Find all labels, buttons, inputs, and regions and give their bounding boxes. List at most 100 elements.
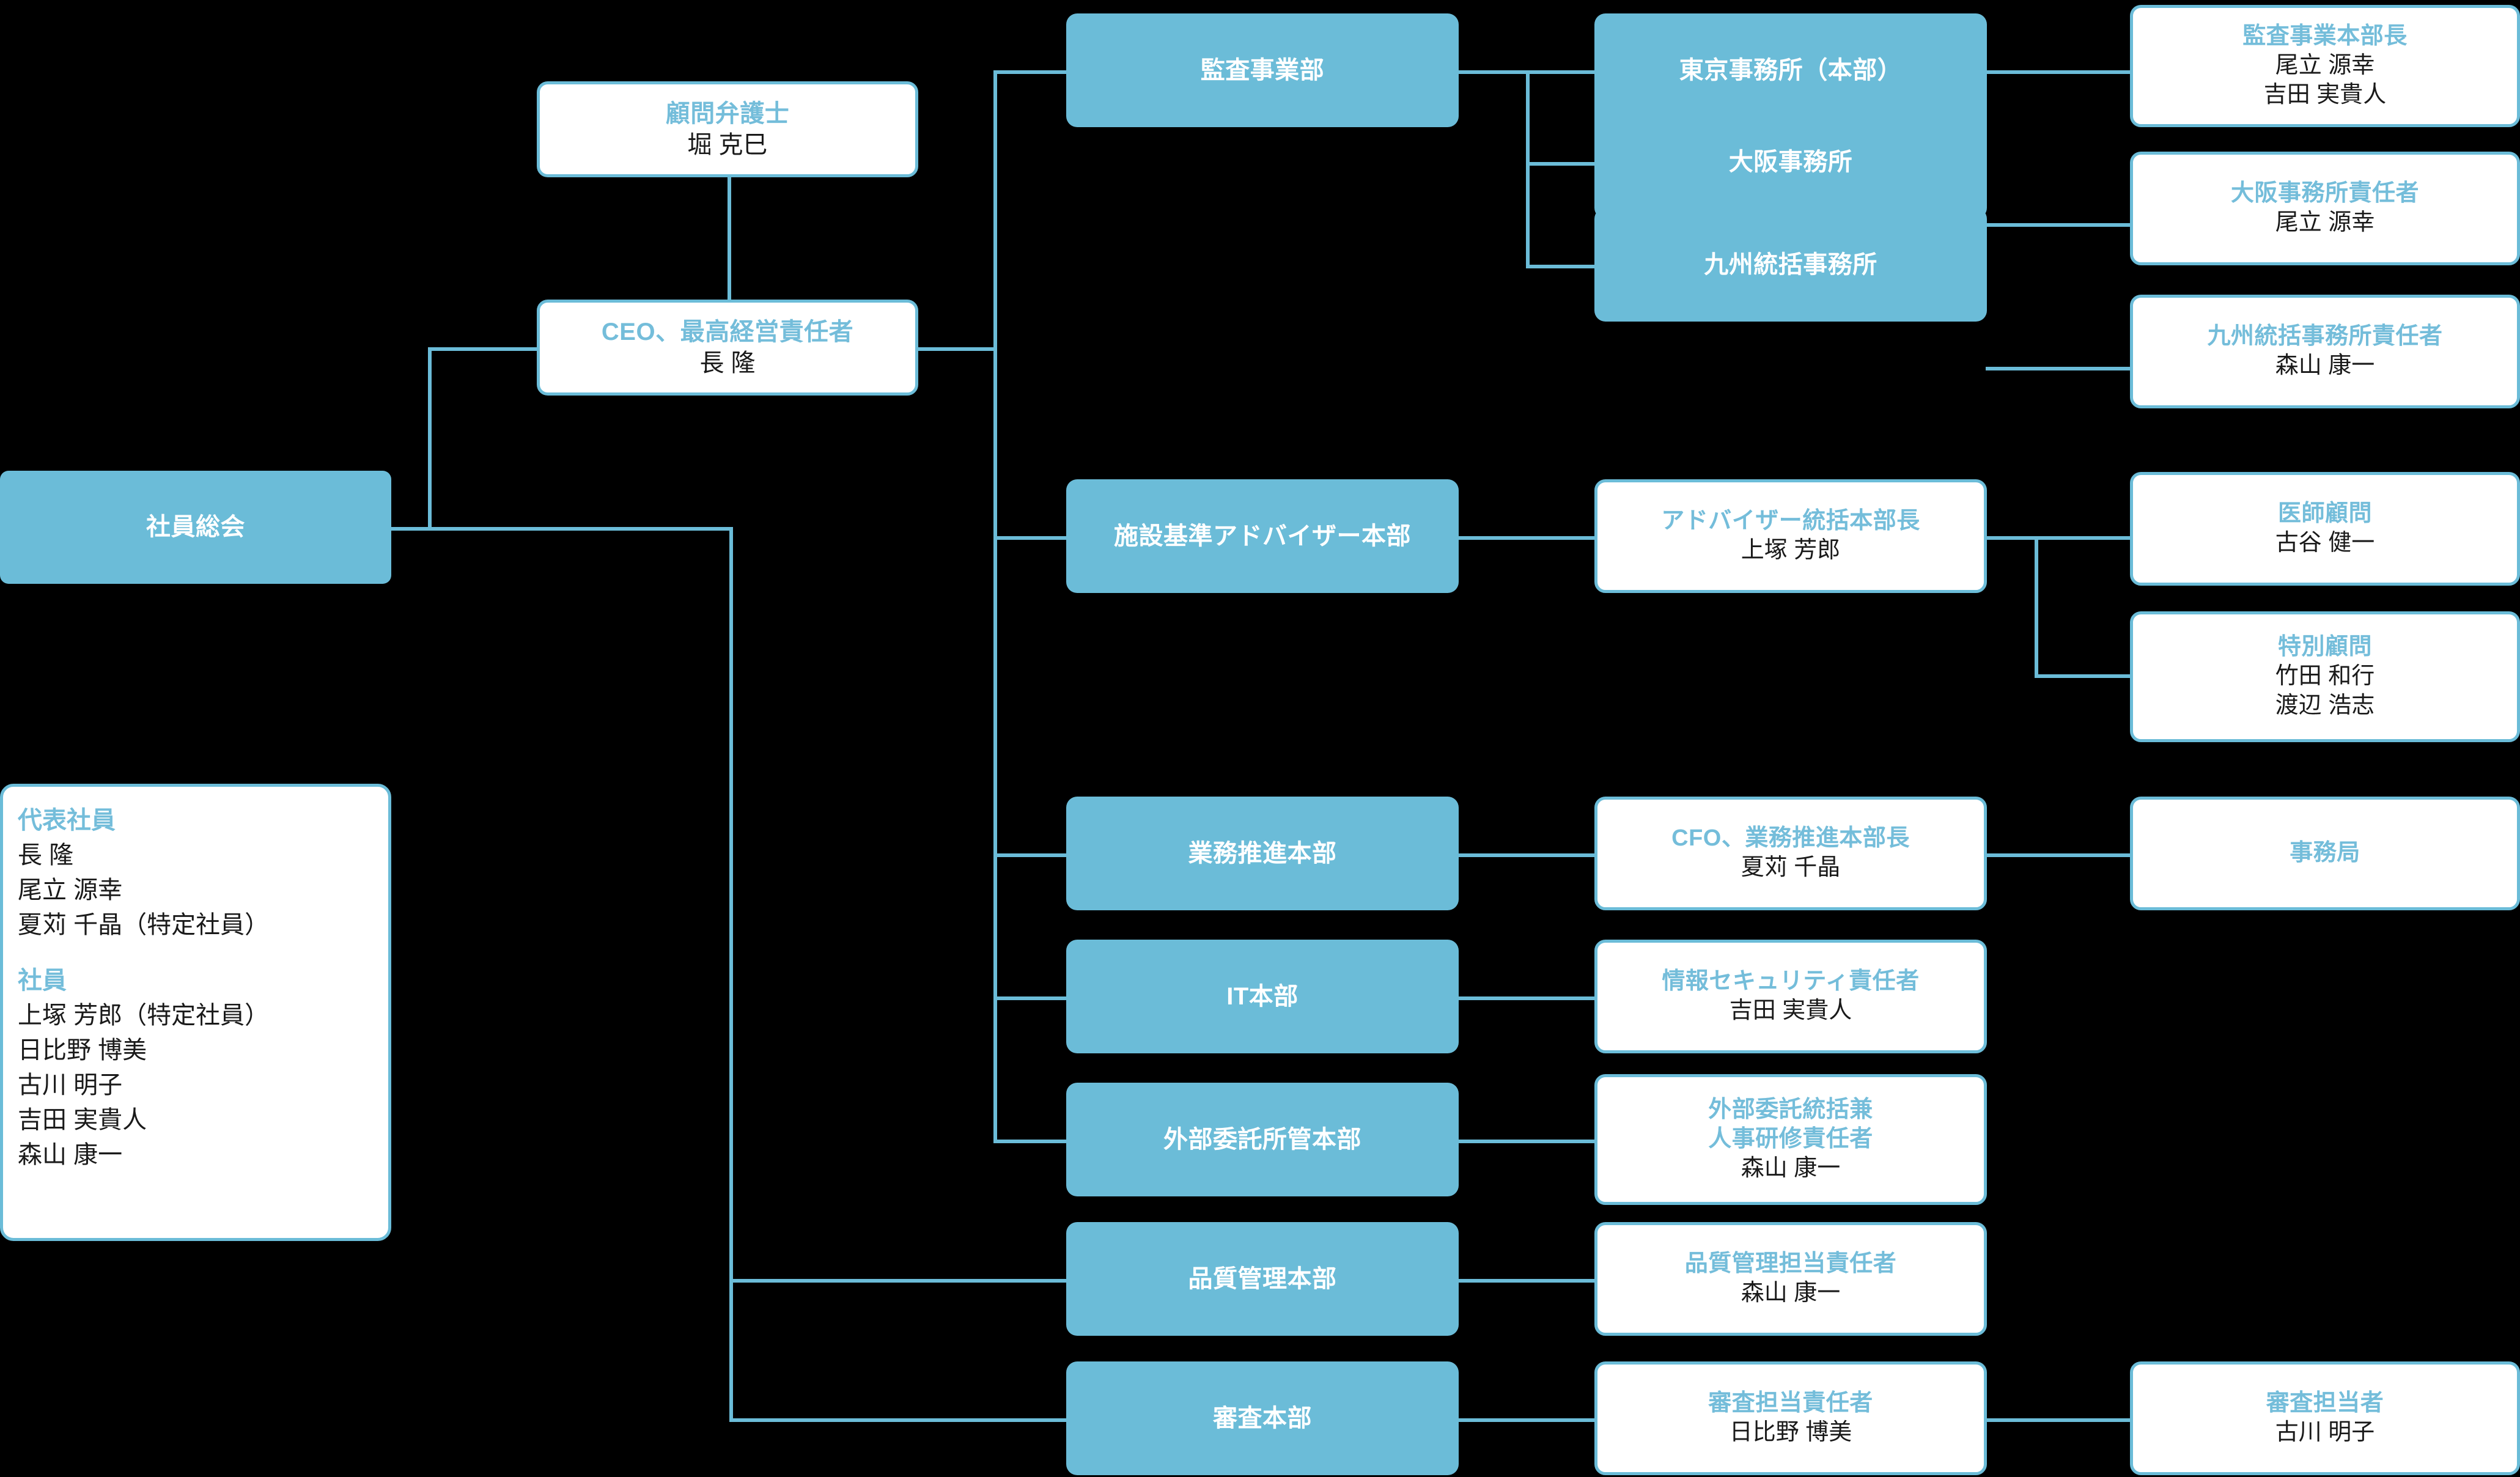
node-kyushu-sekinin[interactable]: 九州統括事務所責任者 森山 康一 bbox=[2130, 295, 2520, 408]
connector-to-tokyo bbox=[1526, 70, 1597, 74]
node-infosec[interactable]: 情報セキュリティ責任者 吉田 実貴人 bbox=[1594, 940, 1987, 1053]
connector-to-kansa bbox=[993, 70, 1069, 74]
node-osaka-office[interactable]: 大阪事務所 bbox=[1594, 105, 1987, 219]
connector-it-infosec bbox=[1459, 996, 1597, 1000]
node-name: 吉田 実貴人 bbox=[1729, 998, 1852, 1023]
connector-to-kyushu bbox=[1526, 265, 1597, 268]
roster-member: 尾立 源幸 bbox=[18, 876, 123, 904]
connector-soukai-right bbox=[391, 527, 432, 531]
node-title: 外部委託統括兼 人事研修責任者 bbox=[1708, 1097, 1873, 1152]
node-title: アドバイザー統括本部長 bbox=[1661, 508, 1920, 534]
node-shinsa-tantou-sekinin[interactable]: 審査担当責任者 日比野 博美 bbox=[1594, 1361, 1987, 1475]
node-it-honbu[interactable]: IT本部 bbox=[1066, 940, 1459, 1053]
node-title: 品質管理本部 bbox=[1188, 1265, 1337, 1292]
connector-to-shinsa bbox=[729, 1418, 1069, 1422]
connector-shinsa-tantousha bbox=[1986, 1418, 2132, 1422]
roster-group2-label: 社員 bbox=[18, 967, 67, 995]
node-hinshitsu-kanri[interactable]: 品質管理本部 bbox=[1066, 1222, 1459, 1336]
node-gyoumu-suishin[interactable]: 業務推進本部 bbox=[1066, 797, 1459, 910]
node-tokubetsu-komon[interactable]: 特別顧問 竹田 和行 渡辺 浩志 bbox=[2130, 611, 2520, 742]
connector-soukai-up bbox=[428, 347, 432, 531]
node-name: 森山 康一 bbox=[1741, 1155, 1841, 1181]
node-name: 上塚 芳郎 bbox=[1741, 537, 1841, 563]
connector-to-tokubetsu bbox=[2035, 674, 2132, 678]
node-title: 監査事業部 bbox=[1200, 56, 1325, 84]
node-name: 尾立 源幸 吉田 実貴人 bbox=[2263, 53, 2387, 108]
node-title: CEO、最高経営責任者 bbox=[601, 319, 854, 346]
node-gaibu-itaku[interactable]: 外部委託所管本部 bbox=[1066, 1083, 1459, 1196]
node-title: 大阪事務所 bbox=[1728, 148, 1853, 175]
node-title: 九州統括事務所 bbox=[1704, 251, 1877, 278]
node-title: 審査担当責任者 bbox=[1708, 1390, 1873, 1416]
roster-spacer bbox=[18, 942, 388, 963]
node-title: 審査担当者 bbox=[2266, 1390, 2384, 1416]
node-title: 顧問弁護士 bbox=[665, 100, 790, 128]
node-shain-soukai[interactable]: 社員総会 bbox=[0, 471, 391, 584]
node-title: 東京事務所（本部） bbox=[1679, 56, 1903, 84]
node-cfo[interactable]: CFO、業務推進本部長 夏苅 千晶 bbox=[1594, 797, 1987, 910]
node-name: 夏苅 千晶 bbox=[1741, 855, 1841, 880]
node-title: 大阪事務所責任者 bbox=[2230, 180, 2419, 207]
node-name: 古谷 健一 bbox=[2275, 530, 2375, 556]
connector-soukai-right2 bbox=[428, 527, 733, 531]
connector-to-ceo bbox=[428, 347, 538, 351]
node-title: 特別顧問 bbox=[2277, 634, 2372, 660]
roster-group1-label: 代表社員 bbox=[18, 807, 116, 834]
connector-advisor-trunk bbox=[2035, 536, 2038, 677]
roster-panel[interactable]: 代表社員 長 隆 尾立 源幸 夏苅 千晶（特定社員） 社員 上塚 芳郎（特定社員… bbox=[0, 784, 391, 1241]
connector-to-gaibu bbox=[993, 1140, 1069, 1143]
connector-osaka-chief bbox=[1986, 223, 2132, 227]
connector-cfo-jimukyoku bbox=[1986, 853, 2132, 857]
node-jimukyoku[interactable]: 事務局 bbox=[2130, 797, 2520, 910]
connector-hinshitsu-tantou bbox=[1459, 1279, 1597, 1283]
node-shinsa-tantousha[interactable]: 審査担当者 古川 明子 bbox=[2130, 1361, 2520, 1475]
connector-advisor-right bbox=[1986, 536, 2038, 540]
node-title: 事務局 bbox=[2290, 840, 2360, 866]
node-name: 長 隆 bbox=[699, 349, 756, 377]
connector-ceo-trunk bbox=[993, 70, 997, 1143]
node-name: 日比野 博美 bbox=[1729, 1420, 1852, 1445]
connector-gyoumu-cfo bbox=[1459, 853, 1597, 857]
connector-kansa-right bbox=[1459, 70, 1530, 74]
roster-member: 上塚 芳郎（特定社員） bbox=[18, 1002, 270, 1029]
roster-member: 日比野 博美 bbox=[18, 1037, 147, 1064]
node-title: 医師顧問 bbox=[2277, 501, 2372, 527]
node-komon-bengoshi[interactable]: 顧問弁護士 堀 克巳 bbox=[537, 81, 918, 177]
node-kyushu-office[interactable]: 九州統括事務所 bbox=[1594, 208, 1987, 322]
node-title: CFO、業務推進本部長 bbox=[1671, 825, 1910, 852]
node-kansa-jigyoubu[interactable]: 監査事業部 bbox=[1066, 13, 1459, 127]
connector-lower-trunk bbox=[729, 527, 733, 1422]
connector-ceo-right bbox=[918, 347, 997, 351]
connector-shinsa-tantou bbox=[1459, 1418, 1597, 1422]
node-shisetsu-kijun[interactable]: 施設基準アドバイザー本部 bbox=[1066, 479, 1459, 593]
roster-member: 長 隆 bbox=[18, 842, 74, 869]
node-name: 森山 康一 bbox=[1741, 1280, 1841, 1306]
node-shinsa-honbu[interactable]: 審査本部 bbox=[1066, 1361, 1459, 1475]
roster-member: 古川 明子 bbox=[18, 1071, 123, 1099]
node-title: 施設基準アドバイザー本部 bbox=[1114, 522, 1411, 550]
connector-to-osaka bbox=[1526, 162, 1597, 166]
roster-member: 吉田 実貴人 bbox=[18, 1106, 147, 1133]
connector-gaibu-jinji bbox=[1459, 1140, 1597, 1143]
node-ceo[interactable]: CEO、最高経営責任者 長 隆 bbox=[537, 300, 918, 396]
connector-to-hinshitsu bbox=[729, 1279, 1069, 1283]
connector-tokyo-chief bbox=[1986, 70, 2132, 74]
node-gaibu-jinji[interactable]: 外部委託統括兼 人事研修責任者 森山 康一 bbox=[1594, 1074, 1987, 1205]
node-advisor-chief[interactable]: アドバイザー統括本部長 上塚 芳郎 bbox=[1594, 479, 1987, 593]
roster-member: 夏苅 千晶（特定社員） bbox=[18, 911, 270, 938]
node-ishi-komon[interactable]: 医師顧問 古谷 健一 bbox=[2130, 472, 2520, 586]
node-kansa-honbuchou[interactable]: 監査事業本部長 尾立 源幸 吉田 実貴人 bbox=[2130, 5, 2520, 127]
node-title: 業務推進本部 bbox=[1188, 839, 1337, 867]
connector-kyushu-chief bbox=[1986, 367, 2132, 370]
connector-to-gyoumu bbox=[993, 853, 1069, 857]
roster-member: 森山 康一 bbox=[18, 1141, 123, 1168]
node-title: 情報セキュリティ責任者 bbox=[1662, 968, 1920, 995]
connector-shisetsu-advisor bbox=[1459, 536, 1597, 540]
node-title: 品質管理担当責任者 bbox=[1684, 1251, 1897, 1277]
node-name: 古川 明子 bbox=[2275, 1420, 2375, 1445]
node-name: 堀 克巳 bbox=[687, 131, 768, 158]
connector-to-it bbox=[993, 996, 1069, 1000]
node-hinshitsu-tantou[interactable]: 品質管理担当責任者 森山 康一 bbox=[1594, 1222, 1987, 1336]
node-osaka-sekinin[interactable]: 大阪事務所責任者 尾立 源幸 bbox=[2130, 152, 2520, 265]
